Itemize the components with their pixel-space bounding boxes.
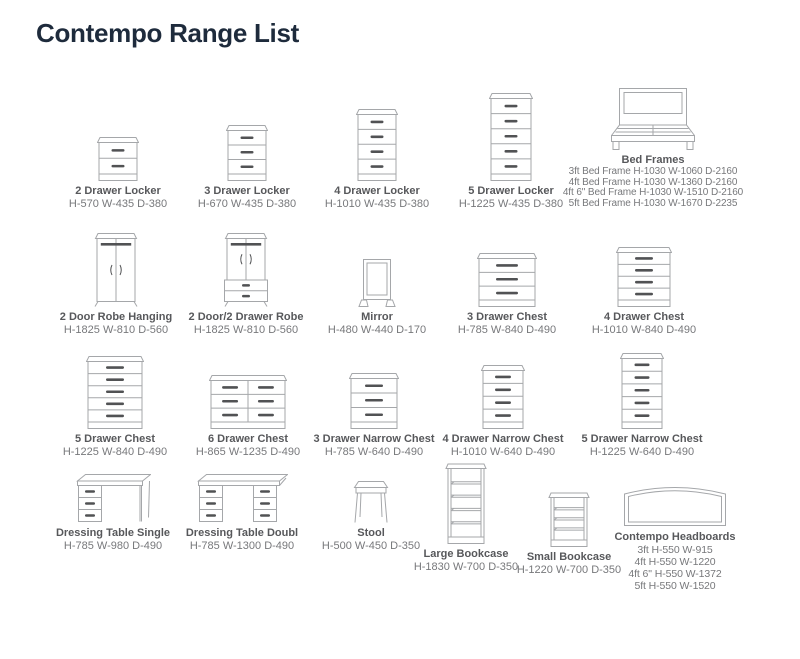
- item-mirror: Mirror H-480 W-440 D-170: [302, 259, 452, 336]
- 4-drawer-chest-drawing: [616, 245, 672, 307]
- item-dims: H-1830 W-700 D-350: [413, 561, 519, 573]
- item-3-drawer-narrow-chest: 3 Drawer Narrow Chest H-785 W-640 D-490: [299, 371, 449, 458]
- variant-line: 4ft H-550 W-1220: [634, 556, 716, 568]
- item-dims: H-670 W-435 D-380: [197, 198, 297, 210]
- headboard-drawing: [622, 479, 728, 527]
- item-dims: H-785 W-980 D-490: [63, 540, 163, 552]
- headboard-variants: 3ft H-550 W-915 4ft H-550 W-1220 4ft 6" …: [628, 544, 721, 592]
- item-name: Dressing Table Doubl: [185, 527, 299, 539]
- item-dims: H-785 W-840 D-490: [457, 324, 557, 336]
- item-2-door-robe-hanging: 2 Door Robe Hanging H-1825 W-810 D-560: [41, 230, 191, 336]
- 3-drawer-locker-drawing: [226, 123, 268, 181]
- variant-line: 5ft H-550 W-1520: [634, 580, 716, 592]
- item-dims: H-1225 W-435 D-380: [458, 198, 564, 210]
- item-name: 4 Drawer Chest: [603, 311, 685, 323]
- item-name: 3 Drawer Chest: [466, 311, 548, 323]
- 4-drawer-narrow-chest-drawing: [481, 363, 525, 429]
- 3-drawer-narrow-chest-drawing: [349, 371, 399, 429]
- item-bed-frames: Bed Frames 3ft Bed Frame H-1030 W-1060 D…: [558, 88, 748, 209]
- 5-drawer-narrow-chest-drawing: [620, 351, 664, 429]
- item-name: Small Bookcase: [526, 551, 612, 563]
- dressing-table-double-drawing: [196, 473, 288, 523]
- mirror-drawing: [357, 259, 397, 307]
- item-dressing-table-double: Dressing Table Doubl H-785 W-1300 D-490: [167, 473, 317, 552]
- item-4-drawer-chest: 4 Drawer Chest H-1010 W-840 D-490: [569, 245, 719, 336]
- item-name: 3 Drawer Narrow Chest: [313, 433, 435, 445]
- item-small-bookcase: Small Bookcase H-1220 W-700 D-350: [494, 492, 644, 576]
- 4-drawer-locker-drawing: [356, 107, 398, 181]
- item-stool: Stool H-500 W-450 D-350: [296, 480, 446, 552]
- 2-door-robe-drawing: [93, 230, 139, 307]
- item-dims: H-1010 W-640 D-490: [450, 446, 556, 458]
- item-name: 2 Drawer Locker: [75, 185, 161, 197]
- item-dims: H-570 W-435 D-380: [68, 198, 168, 210]
- item-2-door-2-drawer-robe: 2 Door/2 Drawer Robe H-1825 W-810 D-560: [171, 230, 321, 336]
- item-name: Contempo Headboards: [614, 531, 736, 543]
- item-dims: H-1010 W-435 D-380: [324, 198, 430, 210]
- bed-frame-drawing: [611, 88, 695, 150]
- item-contempo-headboards: Contempo Headboards 3ft H-550 W-915 4ft …: [590, 479, 760, 592]
- item-dims: H-865 W-1235 D-490: [195, 446, 301, 458]
- variant-line: 3ft Bed Frame H-1030 W-1060 D-2160: [568, 166, 738, 177]
- item-5-drawer-narrow-chest: 5 Drawer Narrow Chest H-1225 W-640 D-490: [567, 351, 717, 458]
- 6-drawer-chest-drawing: [209, 373, 287, 429]
- stool-drawing: [352, 480, 390, 523]
- item-name: Bed Frames: [621, 154, 685, 166]
- item-2-drawer-locker: 2 Drawer Locker H-570 W-435 D-380: [43, 135, 193, 210]
- item-name: Large Bookcase: [423, 548, 509, 560]
- item-5-drawer-locker: 5 Drawer Locker H-1225 W-435 D-380: [436, 91, 586, 210]
- item-name: Dressing Table Single: [55, 527, 171, 539]
- page-title: Contempo Range List: [36, 18, 299, 48]
- small-bookcase-drawing: [548, 492, 590, 547]
- variant-line: 4ft 6" Bed Frame H-1030 W-1510 D-2160: [562, 187, 744, 198]
- variant-line: 3ft H-550 W-915: [637, 544, 713, 556]
- variant-line: 5ft Bed Frame H-1030 W-1670 D-2235: [568, 197, 738, 209]
- 3-drawer-chest-drawing: [477, 251, 537, 307]
- variant-line: 4ft Bed Frame H-1030 W-1360 D-2160: [568, 176, 738, 188]
- item-dims: H-785 W-1300 D-490: [189, 540, 295, 552]
- item-name: 4 Drawer Locker: [334, 185, 420, 197]
- item-dims: H-785 W-640 D-490: [324, 446, 424, 458]
- item-name: 5 Drawer Narrow Chest: [581, 433, 703, 445]
- item-6-drawer-chest: 6 Drawer Chest H-865 W-1235 D-490: [173, 373, 323, 458]
- item-5-drawer-chest: 5 Drawer Chest H-1225 W-840 D-490: [40, 354, 190, 458]
- item-dims: H-1225 W-840 D-490: [62, 446, 168, 458]
- 5-drawer-chest-drawing: [86, 354, 144, 429]
- item-name: 2 Door/2 Drawer Robe: [188, 311, 304, 323]
- item-name: Stool: [357, 527, 385, 539]
- item-dims: H-1010 W-840 D-490: [591, 324, 697, 336]
- bed-frame-variants: 3ft Bed Frame H-1030 W-1060 D-2160 4ft B…: [562, 166, 744, 209]
- item-dims: H-1220 W-700 D-350: [516, 564, 622, 576]
- item-name: Mirror: [361, 311, 393, 323]
- item-large-bookcase: Large Bookcase H-1830 W-700 D-350: [391, 463, 541, 573]
- dressing-table-single-drawing: [75, 473, 151, 523]
- item-name: 4 Drawer Narrow Chest: [442, 433, 564, 445]
- item-dims: H-500 W-450 D-350: [321, 540, 421, 552]
- 2-drawer-locker-drawing: [97, 135, 139, 181]
- item-name: 3 Drawer Locker: [204, 185, 290, 197]
- item-dressing-table-single: Dressing Table Single H-785 W-980 D-490: [38, 473, 188, 552]
- large-bookcase-drawing: [445, 463, 487, 544]
- 2-door-2-drawer-robe-drawing: [223, 230, 269, 307]
- item-4-drawer-narrow-chest: 4 Drawer Narrow Chest H-1010 W-640 D-490: [428, 363, 578, 458]
- item-4-drawer-locker: 4 Drawer Locker H-1010 W-435 D-380: [302, 107, 452, 210]
- item-name: 6 Drawer Chest: [207, 433, 289, 445]
- item-name: 5 Drawer Locker: [468, 185, 554, 197]
- item-dims: H-1825 W-810 D-560: [63, 324, 169, 336]
- item-name: 5 Drawer Chest: [74, 433, 156, 445]
- variant-line: 4ft 6" H-550 W-1372: [628, 568, 722, 580]
- item-dims: H-480 W-440 D-170: [327, 324, 427, 336]
- 5-drawer-locker-drawing: [489, 91, 533, 181]
- item-3-drawer-chest: 3 Drawer Chest H-785 W-840 D-490: [432, 251, 582, 336]
- item-name: 2 Door Robe Hanging: [59, 311, 173, 323]
- item-dims: H-1225 W-640 D-490: [589, 446, 695, 458]
- item-3-drawer-locker: 3 Drawer Locker H-670 W-435 D-380: [172, 123, 322, 210]
- item-dims: H-1825 W-810 D-560: [193, 324, 299, 336]
